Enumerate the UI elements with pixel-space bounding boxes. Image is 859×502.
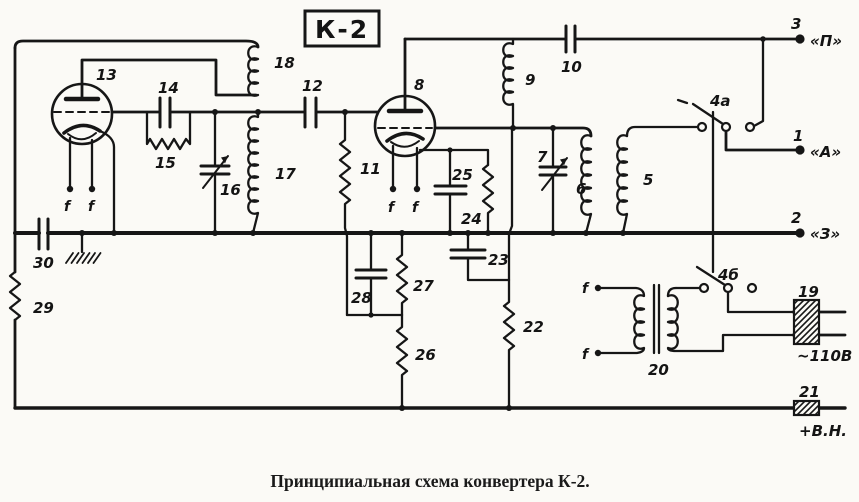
coil-9: 9 <box>502 37 535 130</box>
switch-4a-label: 4а <box>709 92 731 110</box>
resistor-26: 26 <box>395 313 436 410</box>
terminal-1-dot <box>795 145 805 155</box>
ground-symbol <box>65 231 102 264</box>
capacitor-25-label: 25 <box>452 166 473 184</box>
capacitor-16-label: 16 <box>220 181 241 199</box>
terminal-2: 2 «З» <box>791 209 840 243</box>
terminal-2-name: «З» <box>810 225 840 243</box>
bplus-label: +В.Н. <box>799 422 847 440</box>
variable-capacitor-7: 7 <box>537 126 568 235</box>
wiring <box>13 37 847 410</box>
resistor-24-label: 24 <box>461 210 482 228</box>
switch-4b-label: 4б <box>717 266 739 284</box>
switch-4a: 4а <box>676 92 756 133</box>
coil-9-label: 9 <box>525 71 535 89</box>
capacitor-12-label: 12 <box>302 77 323 95</box>
capacitor-28-label: 28 <box>351 289 372 307</box>
capacitor-23: 23 <box>449 231 511 282</box>
transformer-20-label: 20 <box>648 361 669 379</box>
capacitor-28: 28 <box>351 231 388 317</box>
filament-label: f <box>412 200 420 216</box>
figure-caption: Принципиальная схема конвертера К-2. <box>270 471 589 491</box>
capacitor-30-label: 30 <box>33 254 54 272</box>
capacitor-14-label: 14 <box>158 79 179 97</box>
coil-18: 18 <box>247 45 295 97</box>
transformer-20: f f 20 <box>582 281 795 379</box>
coil-17-label: 17 <box>275 165 296 183</box>
ac-voltage-label: ~110В <box>797 347 852 365</box>
capacitor-30: 30 <box>33 217 54 272</box>
terminal-3-name: «П» <box>810 32 842 50</box>
plug-21-label: 21 <box>799 383 820 401</box>
terminal-3: 3 «П» <box>791 15 842 50</box>
capacitor-14: 14 <box>158 79 179 129</box>
terminal-1: 1 «А» <box>793 127 841 161</box>
resistor-26-label: 26 <box>415 346 436 364</box>
plug-19-label: 19 <box>798 283 819 301</box>
coil-18-label: 18 <box>274 54 295 72</box>
terminal-1-number: 1 <box>793 127 803 145</box>
terminal-1-name: «А» <box>810 143 841 161</box>
filament-label: f <box>64 199 72 215</box>
tube-8-label: 8 <box>414 76 424 94</box>
resistor-22: 22 <box>502 126 544 410</box>
resistor-11: 11 <box>338 110 381 317</box>
filament-label: f <box>88 199 96 215</box>
filament-label: f <box>582 281 590 297</box>
coil-5: 5 <box>616 125 700 235</box>
vacuum-tube-13: 13 f f <box>50 66 117 215</box>
terminal-3-number: 3 <box>791 15 801 33</box>
vacuum-tube-8: 8 f f <box>373 37 437 216</box>
resistor-29-label: 29 <box>33 299 54 317</box>
capacitor-23-label: 23 <box>488 251 509 269</box>
resistor-24: 24 <box>461 163 495 235</box>
filament-label: f <box>582 347 590 363</box>
variable-capacitor-16: 16 <box>199 110 241 235</box>
capacitor-25: 25 <box>433 148 473 235</box>
resistor-29: 29 <box>8 270 54 322</box>
capacitor-10: 10 <box>561 24 582 76</box>
resistor-27-label: 27 <box>413 277 434 295</box>
switch-4b: 4б <box>695 265 758 294</box>
terminal-2-number: 2 <box>791 209 801 227</box>
tube-13-label: 13 <box>96 66 117 84</box>
title-box: К-2 <box>303 9 381 48</box>
capacitor-12: 12 <box>302 77 323 129</box>
resistor-22-label: 22 <box>523 318 544 336</box>
terminal-3-dot <box>795 34 805 44</box>
coil-6-label: 6 <box>576 180 586 198</box>
title-box-label: К-2 <box>315 15 369 44</box>
capacitor-10-label: 10 <box>561 58 582 76</box>
coil-5-label: 5 <box>643 171 653 189</box>
resistor-15: 15 <box>145 110 192 172</box>
power-plug-21: 21 +В.Н. <box>792 383 847 440</box>
terminal-2-dot <box>795 228 805 238</box>
coil-6: 6 <box>576 134 593 235</box>
filament-label: f <box>388 200 396 216</box>
resistor-11-label: 11 <box>360 160 381 178</box>
junction-dots <box>79 36 766 411</box>
coil-17: 17 <box>247 110 296 235</box>
capacitor-7-label: 7 <box>537 148 548 166</box>
resistor-27: 27 <box>395 231 434 317</box>
resistor-15-label: 15 <box>155 154 176 172</box>
power-plug-19: 19 ~110В <box>792 283 852 365</box>
